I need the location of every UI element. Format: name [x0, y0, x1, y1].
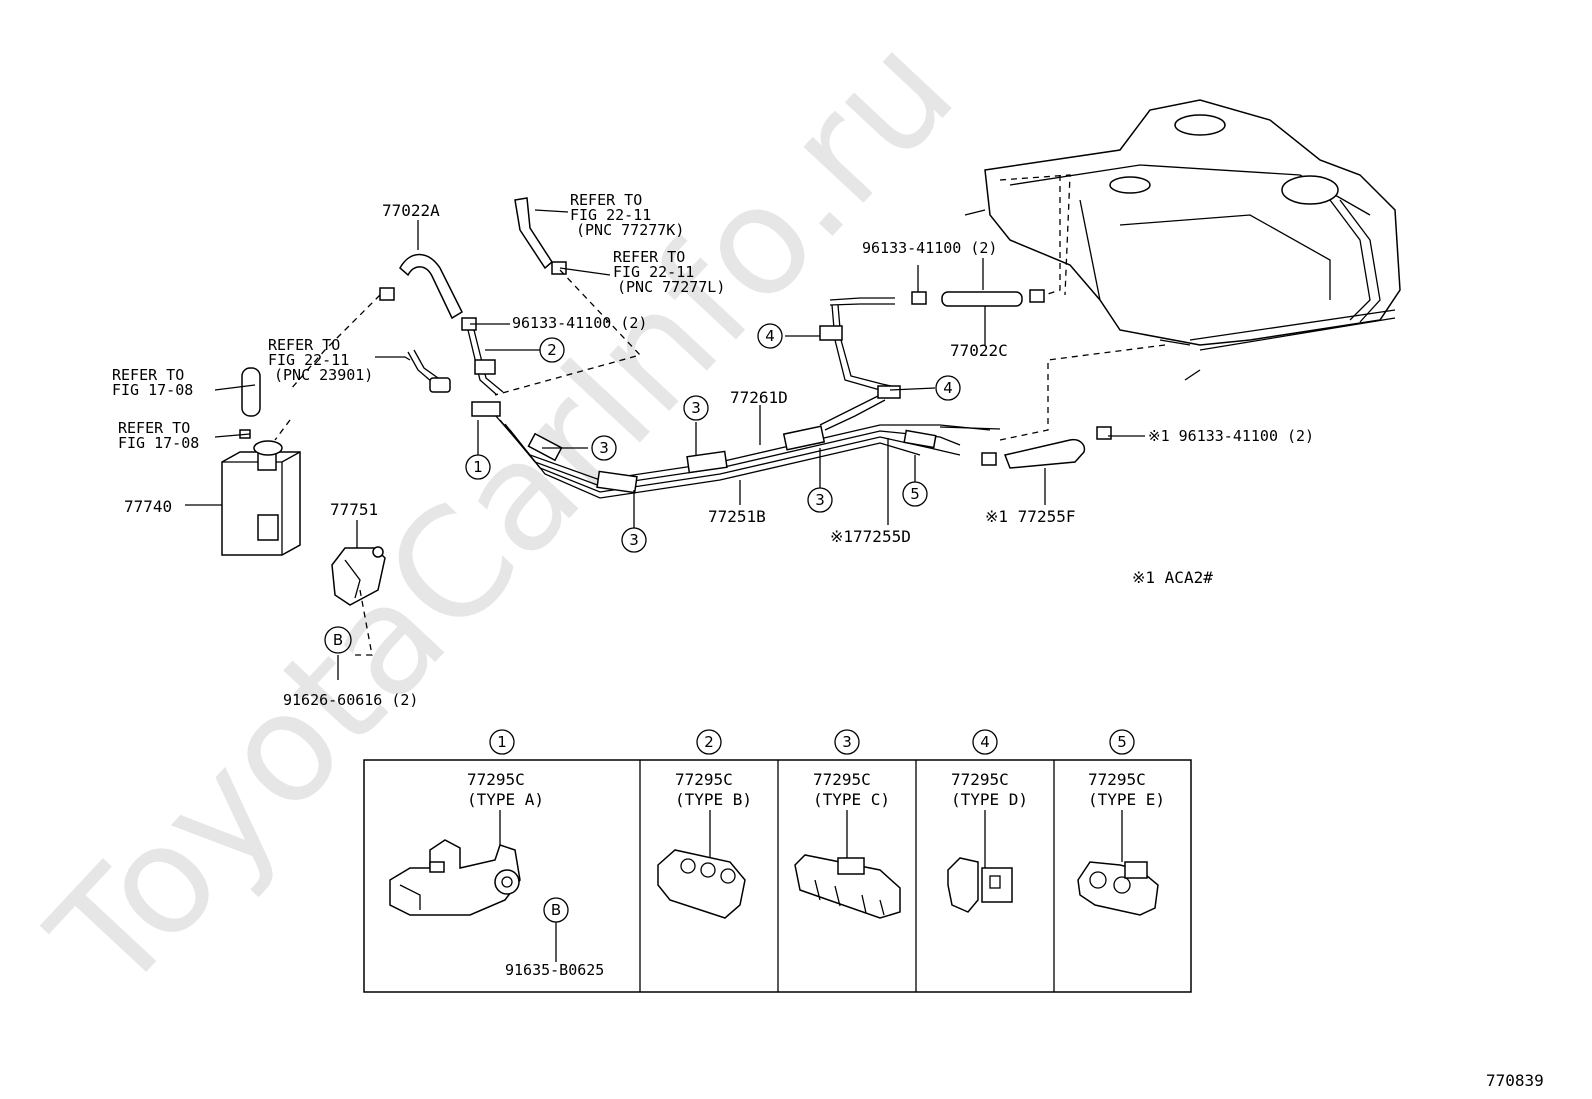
bolt-letter: B — [333, 631, 343, 649]
clamp-type-e — [1077, 861, 1159, 916]
refer-c-line3: (PNC 23901) — [274, 366, 373, 384]
label-77255D: ※177255D — [830, 527, 911, 546]
label-bolt: 91626-60616 (2) — [283, 691, 418, 709]
callout-4: 4 — [765, 327, 775, 345]
callout-2: 2 — [547, 341, 557, 359]
refer-d-line2: FIG 17-08 — [112, 381, 193, 399]
table-col-1-part: 77295C — [467, 770, 525, 789]
refer-e-line2: FIG 17-08 — [118, 434, 199, 452]
label-77255F: ※1 77255F — [985, 507, 1075, 526]
callout-5: 5 — [910, 485, 920, 503]
table-col-2-part: 77295C — [675, 770, 733, 789]
callout-numbers: 2 3 1 3 3 3 4 4 5 B — [333, 327, 953, 649]
clamp-type-c — [794, 854, 901, 919]
table-col-4-num: 4 — [980, 733, 990, 751]
clamp-table: 1 2 3 4 5 77295C (TYPE A) 77295C (TYPE B… — [363, 729, 1192, 993]
refer-c-line1: REFER TO — [268, 336, 340, 354]
table-col-3-num: 3 — [842, 733, 852, 751]
label-77751: 77751 — [330, 500, 378, 519]
dashed-leaders — [274, 269, 1166, 896]
canister — [221, 367, 301, 556]
note-aca: ※1 ACA2# — [1132, 568, 1213, 587]
clip-label-2: 96133-41100 (2) — [862, 239, 997, 257]
figure-id: 770839 — [1486, 1071, 1544, 1090]
table-col-5-part: 77295C — [1088, 770, 1146, 789]
refer-a-line3: (PNC 77277K) — [576, 221, 684, 239]
refer-d-line1: REFER TO — [112, 366, 184, 384]
clip-label-3: ※1 96133-41100 (2) — [1148, 427, 1314, 445]
clip-label-1: 96133-41100 (2) — [512, 314, 647, 332]
callout-3: 3 — [691, 399, 701, 417]
callout-1: 1 — [473, 458, 483, 476]
table-col-1-letter: B — [551, 901, 561, 919]
label-77261D: 77261D — [730, 388, 788, 407]
refer-b-line2: FIG 22-11 — [613, 263, 694, 281]
table-col-3-part: 77295C — [813, 770, 871, 789]
label-77740: 77740 — [124, 497, 172, 516]
callout-3: 3 — [815, 491, 825, 509]
callout-4: 4 — [943, 379, 953, 397]
refer-b-line3: (PNC 77277L) — [617, 278, 725, 296]
refer-e-line1: REFER TO — [118, 419, 190, 437]
table-col-2-type: (TYPE B) — [675, 790, 752, 809]
callout-circles — [324, 323, 961, 654]
callout-3: 3 — [629, 531, 639, 549]
leader-lines — [185, 209, 1145, 680]
bracket — [331, 546, 386, 606]
table-col-1-num: 1 — [497, 733, 507, 751]
part-labels: 77022A REFER TO FIG 22-11 (PNC 77277K) R… — [112, 191, 1544, 1090]
line-clamps — [379, 261, 1112, 494]
refer-a-line1: REFER TO — [570, 191, 642, 209]
refer-c-line2: FIG 22-11 — [268, 351, 349, 369]
table-col-4-part: 77295C — [951, 770, 1009, 789]
clamp-type-a — [389, 839, 521, 916]
clamp-type-b — [657, 849, 746, 919]
fuel-tank — [964, 99, 1401, 351]
table-col-1-type: (TYPE A) — [467, 790, 544, 809]
table-col-3-type: (TYPE C) — [813, 790, 890, 809]
label-77022C: 77022C — [950, 341, 1008, 360]
refer-b-line1: REFER TO — [613, 248, 685, 266]
table-col-5-num: 5 — [1117, 733, 1127, 751]
label-77022A: 77022A — [382, 201, 440, 220]
table-col-2-num: 2 — [704, 733, 714, 751]
refer-a-line2: FIG 22-11 — [570, 206, 651, 224]
clamp-type-d — [947, 857, 1013, 913]
table-col-1-extra: 91635-B0625 — [505, 961, 604, 979]
label-77251B: 77251B — [708, 507, 766, 526]
table-col-5-type: (TYPE E) — [1088, 790, 1165, 809]
table-col-4-type: (TYPE D) — [951, 790, 1028, 809]
callout-3: 3 — [599, 439, 609, 457]
